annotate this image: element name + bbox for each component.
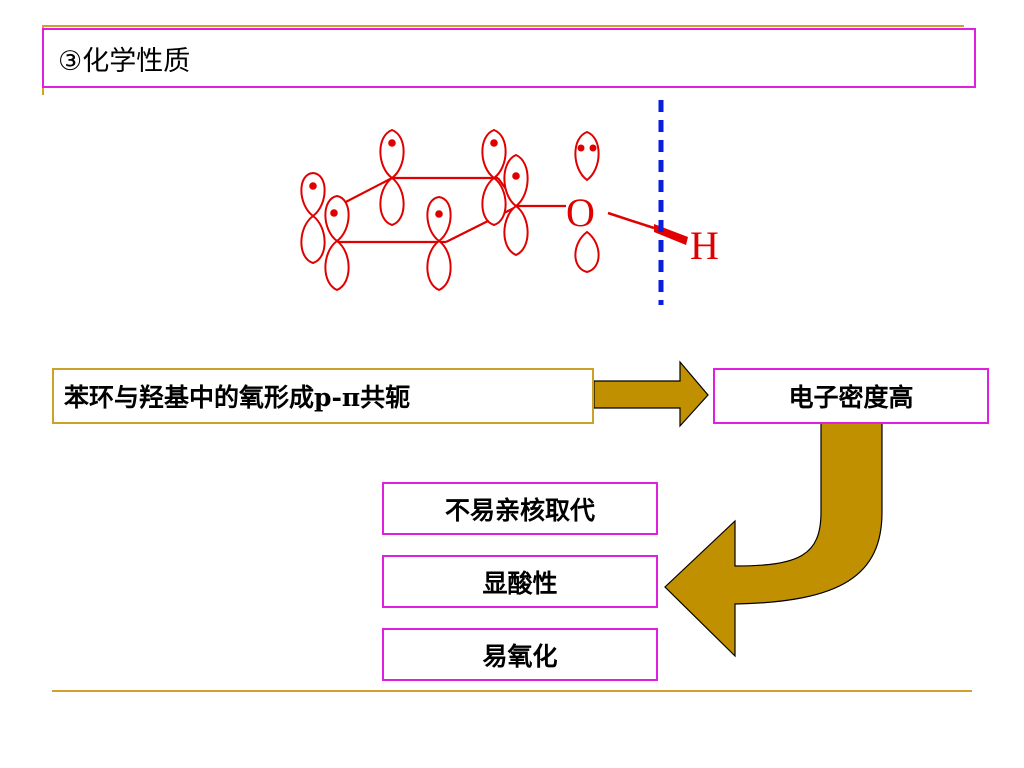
oxygen-label: O	[566, 190, 595, 235]
result-box-3: 易氧化	[382, 628, 658, 681]
result-box-2: 显酸性	[382, 555, 658, 608]
curved-arrow-icon	[664, 422, 883, 658]
p-orbital-1	[300, 171, 326, 265]
slide-title-text: ③化学性质	[58, 45, 191, 77]
result-box-1: 不易亲核取代	[382, 482, 658, 535]
bottom-rule	[52, 690, 972, 692]
top-rule	[42, 25, 964, 27]
result-text-2: 显酸性	[482, 568, 558, 598]
cause-text: 苯环与羟基中的氧形成p-π共轭	[64, 383, 411, 412]
effect-text: 电子密度高	[788, 383, 914, 412]
p-orbital-6	[503, 153, 529, 257]
result-text-3: 易氧化	[482, 641, 558, 671]
benzene-ring	[336, 176, 566, 244]
p-orbital-3	[379, 128, 405, 227]
cause-box: 苯环与羟基中的氧形成p-π共轭	[52, 368, 594, 424]
result-text-1: 不易亲核取代	[444, 495, 595, 525]
p-orbital-4	[426, 195, 452, 292]
slide-title: ③化学性质	[42, 28, 976, 88]
right-arrow-icon	[593, 360, 709, 428]
p-orbital-5	[481, 128, 507, 227]
oxygen-p-orbital	[574, 130, 600, 274]
p-orbital-2	[324, 194, 350, 292]
effect-box: 电子密度高	[713, 368, 989, 424]
o-h-bond	[607, 211, 688, 245]
hydrogen-label: H	[690, 223, 719, 268]
